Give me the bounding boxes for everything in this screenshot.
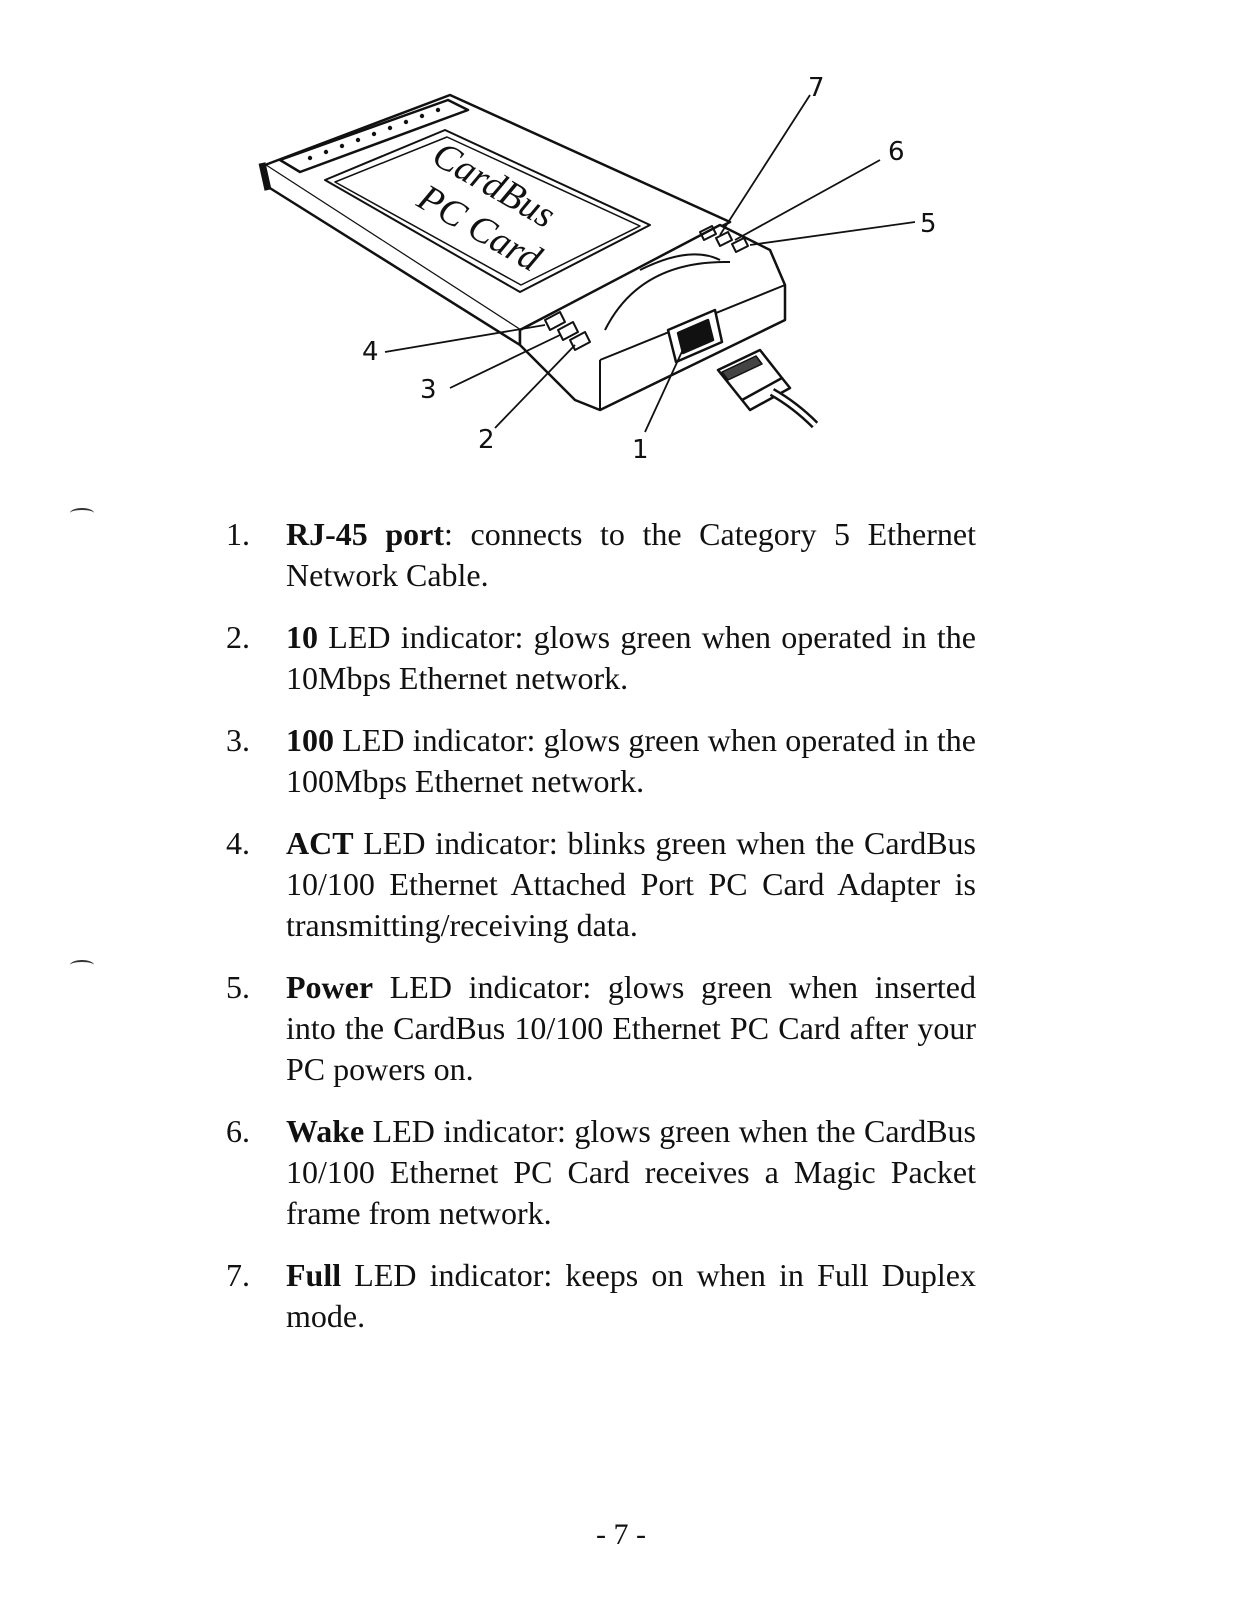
item-text: LED indicator: keeps on when in Full Dup… (286, 1257, 976, 1334)
list-item: 6. Wake LED indicator: glows green when t… (226, 1111, 976, 1234)
item-text: : connects to the Category 5 Ethernet Ne… (286, 516, 977, 593)
list-item: 1. RJ-45 port: connects to the Category 5… (226, 514, 976, 596)
item-number: 1. (226, 516, 250, 552)
led-description-list: 1. RJ-45 port: connects to the Category 5… (226, 514, 976, 1358)
item-term: RJ-45 port (286, 516, 445, 552)
led-group-right (699, 225, 749, 253)
dongle-housing (518, 223, 787, 412)
pc-card-illustration: CardBus PC Card 1 2 3 4 5 6 7 (258, 73, 937, 465)
callout-3: 3 (420, 375, 437, 405)
scan-mark (70, 508, 94, 518)
item-text: LED indicator: blinks green when the Car… (286, 825, 976, 943)
item-term: 100 (286, 722, 334, 758)
list-item: 4. ACT LED indicator: blinks green when t… (226, 823, 976, 946)
item-number: 6. (226, 1113, 250, 1149)
callout-leaders (384, 94, 916, 433)
item-text: LED indicator: glows green when inserted… (286, 969, 976, 1087)
list-item: 5. Power LED indicator: glows green when … (226, 967, 976, 1090)
list-item: 3. 100 LED indicator: glows green when op… (226, 720, 976, 802)
item-text: LED indicator: glows green when operated… (286, 722, 976, 799)
item-text: LED indicator: glows green when the Card… (286, 1113, 976, 1231)
callout-2: 2 (478, 425, 495, 455)
pc-card-figure: CardBus PC Card 1 2 3 4 5 6 7 (0, 0, 1242, 500)
callout-5: 5 (920, 209, 937, 239)
item-term: ACT (286, 825, 354, 861)
item-text: LED indicator: glows green when operated… (286, 619, 976, 696)
list-item: 2. 10 LED indicator: glows green when ope… (226, 617, 976, 699)
scan-mark (70, 960, 94, 970)
connector-pins (307, 107, 441, 161)
item-number: 4. (226, 825, 250, 861)
callout-1: 1 (632, 435, 649, 465)
callout-7: 7 (808, 73, 825, 103)
item-number: 2. (226, 619, 250, 655)
callout-4: 4 (362, 337, 379, 367)
item-number: 7. (226, 1257, 250, 1293)
callout-6: 6 (888, 137, 905, 167)
list-item: 7. Full LED indicator: keeps on when in F… (226, 1255, 976, 1337)
item-term: Power (286, 969, 374, 1005)
item-term: Wake (286, 1113, 365, 1149)
item-term: 10 (286, 619, 318, 655)
item-number: 5. (226, 969, 250, 1005)
label-panel (324, 129, 651, 293)
item-number: 3. (226, 722, 250, 758)
page-number: - 7 - (596, 1518, 646, 1551)
item-term: Full (286, 1257, 342, 1293)
